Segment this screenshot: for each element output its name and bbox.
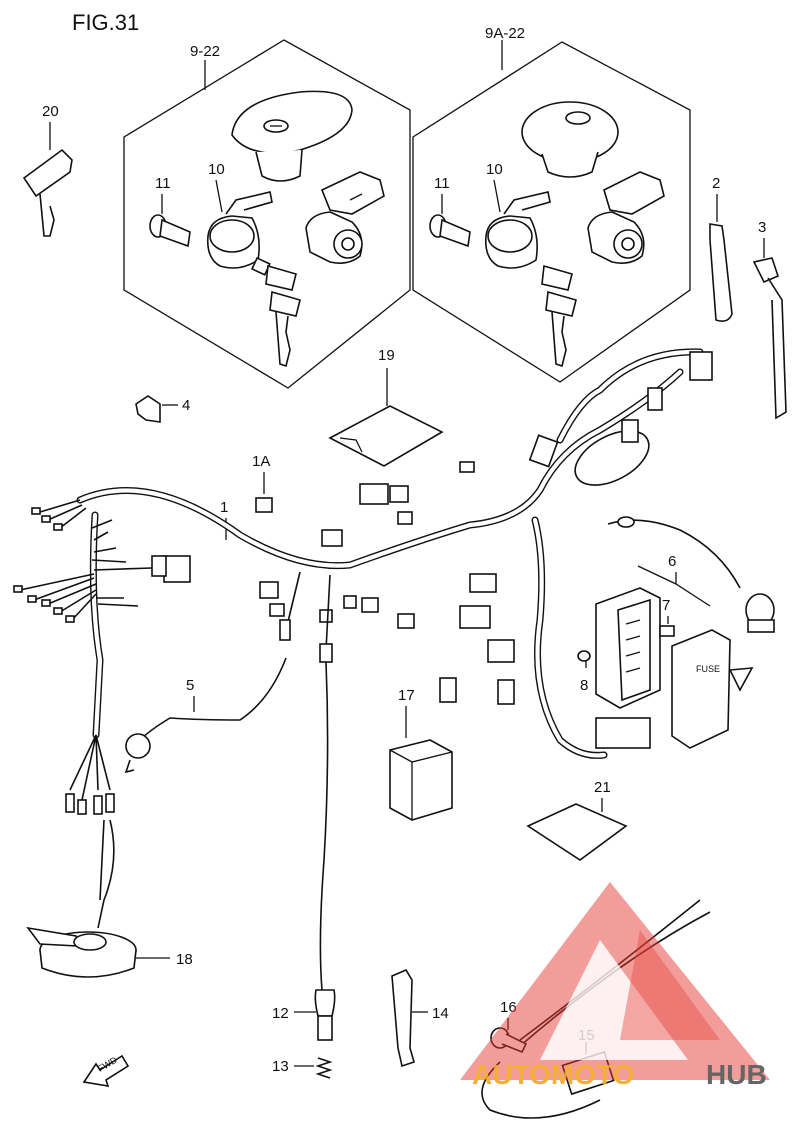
ignition-group-left: 9-22 <box>123 39 411 389</box>
watermark-text-left: AUTOMOTO <box>472 1059 634 1090</box>
callout-2: 2 <box>712 175 720 192</box>
clamp-2-icon: 2 <box>709 175 733 322</box>
ignition-switch-icon <box>206 191 273 276</box>
lock-bracket-icon-2 <box>603 171 665 215</box>
relay-17-icon: 17 <box>389 687 453 821</box>
callout-17: 17 <box>398 687 415 704</box>
label-sheet-icon: 19 <box>328 347 444 467</box>
ignition-key-icon <box>265 264 301 368</box>
ignition-group-right: 9A-22 11 10 <box>412 25 691 383</box>
lock-bracket-icon <box>320 171 385 215</box>
callout-13: 13 <box>272 1058 289 1075</box>
callout-21: 21 <box>594 779 611 796</box>
switch-12-icon: 12 <box>272 989 336 1041</box>
group-box-right <box>412 41 691 383</box>
callout-1a: 1A <box>252 453 270 470</box>
group-box-left <box>123 39 411 389</box>
cable-tie-icon: 3 <box>752 219 787 420</box>
callout-12: 12 <box>272 1005 289 1022</box>
callout-20: 20 <box>42 103 59 120</box>
callout-14: 14 <box>432 1005 449 1022</box>
fuse-cover-label: FUSE <box>696 664 720 674</box>
callout-1: 1 <box>220 499 228 516</box>
fuse-box-6-icon: 6 FUSE <box>595 516 775 749</box>
clip-4-icon: 4 <box>135 395 190 423</box>
callout-5: 5 <box>186 677 194 694</box>
sensor-5-icon: 5 <box>124 657 287 774</box>
group-ref-left: 9-22 <box>190 43 220 60</box>
lock-cylinder-icon-2 <box>587 211 645 264</box>
fuse-7-icon: 7 <box>659 597 675 637</box>
wiring-harness: 1 <box>13 348 713 991</box>
callout-10-right: 10 <box>486 161 503 178</box>
callout-11-left: 11 <box>155 175 171 192</box>
spring-13-icon: 13 <box>272 1057 333 1079</box>
bolt-icon-2 <box>429 214 471 248</box>
lock-cylinder-icon <box>305 211 363 264</box>
bolt-16-icon: 16 <box>490 999 528 1054</box>
ignition-key-icon-2 <box>541 264 577 368</box>
group-ref-right: 9A-22 <box>485 25 525 42</box>
fuse-1a-icon: 1A <box>252 453 273 513</box>
horn-icon: 18 <box>26 819 193 978</box>
callout-6: 6 <box>668 553 676 570</box>
figure-title: FIG.31 <box>72 10 139 35</box>
callout-10-left: 10 <box>208 161 225 178</box>
callout-18: 18 <box>176 951 193 968</box>
watermark-logo: AUTOMOTO HUB <box>460 882 770 1090</box>
bracket-14-icon: 14 <box>391 968 449 1068</box>
fuel-cap-icon <box>231 90 353 182</box>
ignition-switch-icon-2 <box>484 191 551 269</box>
fuel-cap-round-icon <box>521 101 619 178</box>
bolt-icon <box>149 214 191 248</box>
sheet-21-icon: 21 <box>526 779 628 861</box>
callout-8: 8 <box>580 677 588 694</box>
callout-3: 3 <box>758 219 766 236</box>
callout-16: 16 <box>500 999 517 1016</box>
key-blank-icon: 20 <box>22 103 73 237</box>
callout-4: 4 <box>182 397 190 414</box>
fwd-arrow-icon: FWD <box>82 1055 130 1088</box>
screw-8-icon: 8 <box>577 650 591 694</box>
callout-11-right: 11 <box>434 175 450 192</box>
watermark-text-right: HUB <box>706 1059 767 1090</box>
callout-7: 7 <box>662 597 670 614</box>
callout-19: 19 <box>378 347 395 364</box>
